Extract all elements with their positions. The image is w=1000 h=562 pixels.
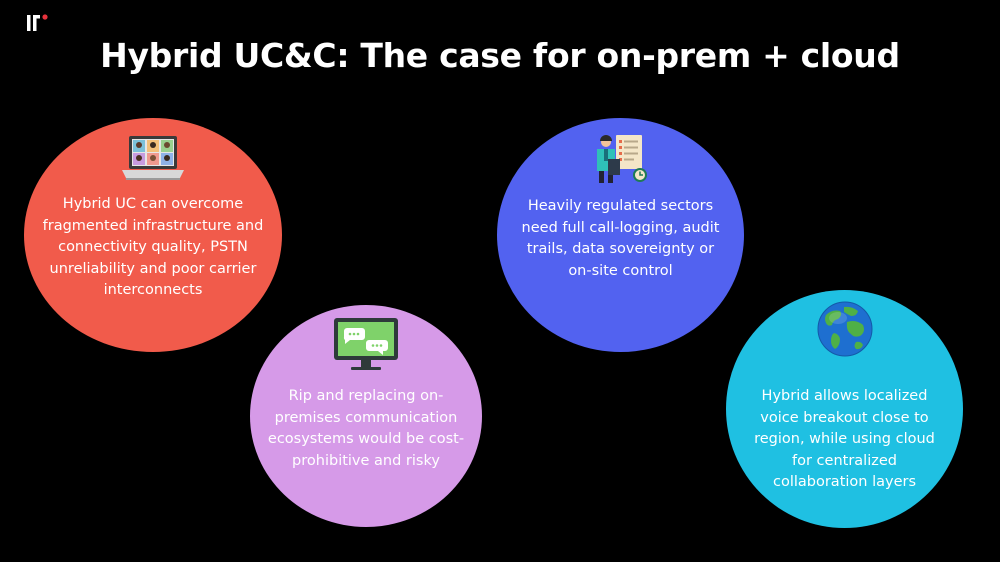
circle-regulated-sectors: Heavily regulated sectors need full call… [497, 118, 744, 352]
circle-text: Rip and replacing on-premises communicat… [267, 388, 465, 469]
circle-text: Heavily regulated sectors need full call… [521, 198, 720, 279]
globe-icon [817, 301, 872, 357]
circle-text: Hybrid UC can overcome fragmented infras… [42, 196, 264, 298]
circle-infrastructure: Hybrid UC can overcome fragmented infras… [24, 118, 282, 352]
person-checklist-icon [596, 135, 647, 183]
monitor-chat-icon [334, 318, 398, 370]
circle-rip-replace: Rip and replacing on-premises communicat… [250, 305, 482, 527]
brand-logo-icon [27, 14, 48, 31]
slide-title: Hybrid UC&C: The case for on-prem + clou… [100, 36, 900, 75]
logo-accent-dot [42, 14, 48, 20]
laptop-video-call-icon [122, 136, 184, 180]
circle-localized-breakout: Hybrid allows localized voice breakout c… [726, 290, 963, 528]
circle-text: Hybrid allows localized voice breakout c… [754, 388, 935, 490]
